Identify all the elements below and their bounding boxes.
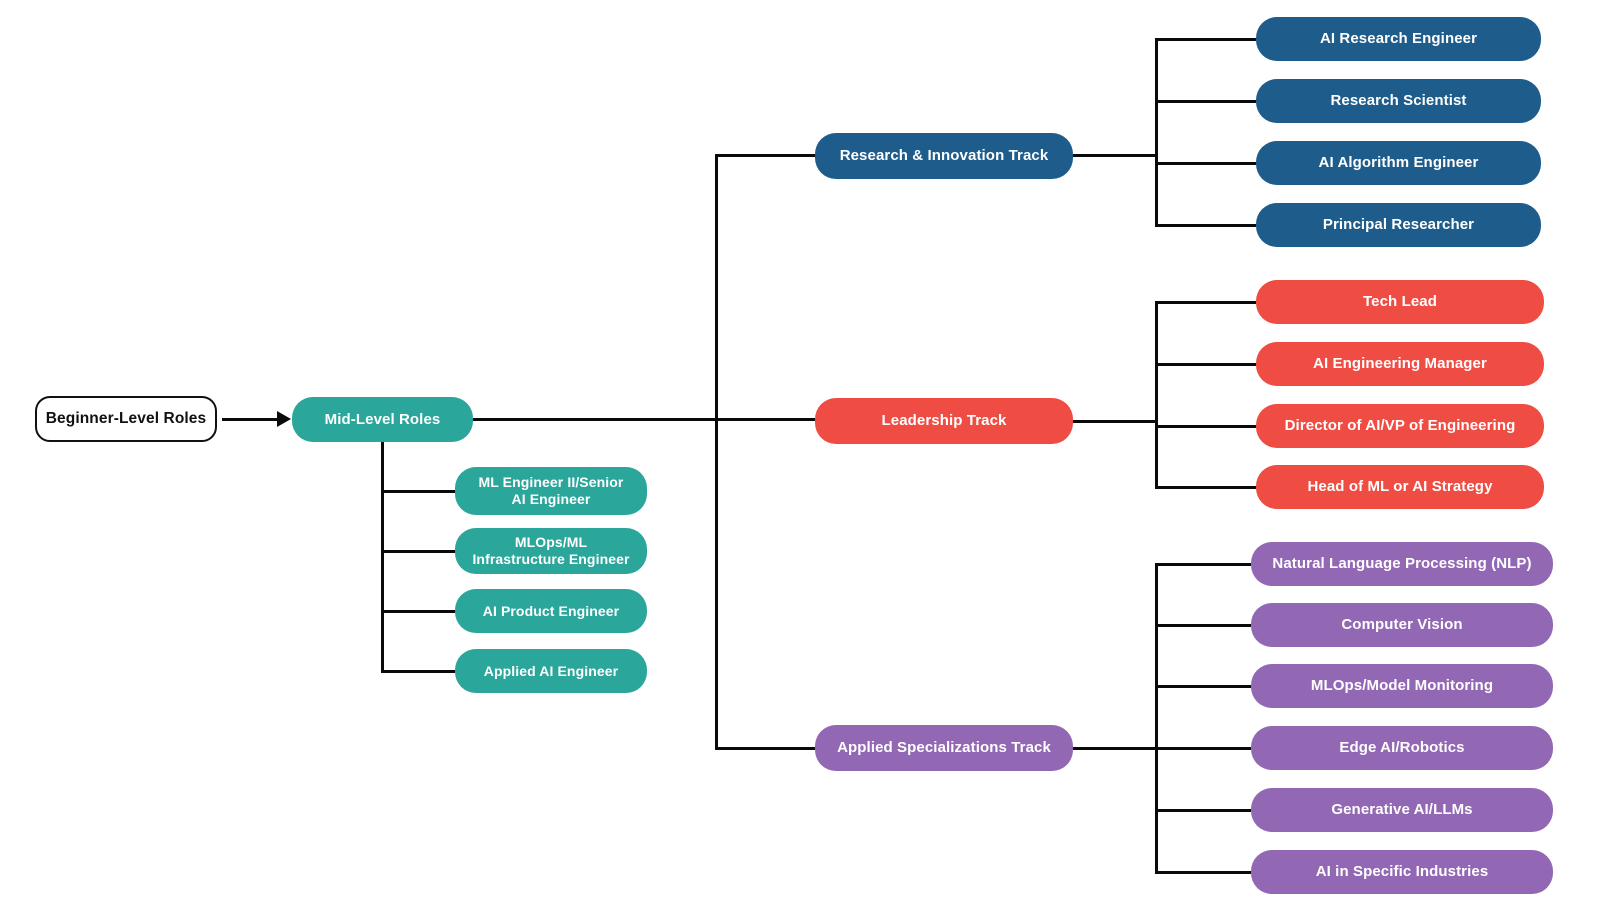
node-label: Computer Vision: [1341, 616, 1463, 634]
node-label: Edge AI/Robotics: [1339, 739, 1465, 757]
connector-line: [1156, 870, 1251, 874]
connector-line: [1156, 300, 1256, 304]
connector-line: [1154, 562, 1158, 874]
node-label: AI Product Engineer: [482, 602, 620, 619]
connector-line: [382, 489, 455, 493]
connector-line: [382, 549, 455, 553]
node-mlops-model-monitoring: MLOps/Model Monitoring: [1251, 664, 1553, 708]
node-computer-vision: Computer Vision: [1251, 603, 1553, 647]
node-label: Research Scientist: [1330, 92, 1467, 110]
node-label: Research & Innovation Track: [839, 147, 1049, 165]
connector-line: [382, 609, 455, 613]
node-leadership-track: Leadership Track: [815, 398, 1073, 444]
node-label: Generative AI/LLMs: [1331, 801, 1473, 819]
node-label: AI Algorithm Engineer: [1318, 154, 1479, 172]
connector-line: [1156, 808, 1251, 812]
node-label: Beginner-Level Roles: [45, 409, 207, 427]
connector-line: [1156, 746, 1251, 750]
connector-line: [222, 417, 278, 421]
connector-line: [1156, 223, 1256, 227]
node-applied-ai-engineer: Applied AI Engineer: [455, 649, 647, 693]
node-ai-engineering-manager: AI Engineering Manager: [1256, 342, 1544, 386]
node-beginner-level-roles: Beginner-Level Roles: [35, 396, 217, 442]
connector-line: [1156, 424, 1256, 428]
node-label: Applied Specializations Track: [837, 739, 1051, 757]
connector-line: [716, 153, 815, 157]
connector-line: [714, 153, 718, 750]
node-label: AI in Specific Industries: [1315, 863, 1489, 881]
connector-line: [380, 440, 384, 673]
node-director-of-ai-vp-of-engineering: Director of AI/VP of Engineering: [1256, 404, 1544, 448]
connector-line: [1154, 37, 1158, 227]
node-applied-specializations-track: Applied Specializations Track: [815, 725, 1073, 771]
node-label: Head of ML or AI Strategy: [1307, 478, 1493, 496]
connector-line: [1154, 300, 1158, 489]
connector-line: [1156, 562, 1251, 566]
node-label: AI Research Engineer: [1319, 30, 1478, 48]
node-label: Natural Language Processing (NLP): [1272, 555, 1532, 573]
connector-line: [1156, 362, 1256, 366]
node-mid-level-roles: Mid-Level Roles: [292, 397, 473, 442]
node-ai-research-engineer: AI Research Engineer: [1256, 17, 1541, 61]
node-label: AI Engineering Manager: [1313, 355, 1487, 373]
node-label: Leadership Track: [881, 412, 1007, 430]
node-edge-ai-robotics: Edge AI/Robotics: [1251, 726, 1553, 770]
arrow-head-icon: [277, 411, 291, 427]
node-ai-algorithm-engineer: AI Algorithm Engineer: [1256, 141, 1541, 185]
node-label: Principal Researcher: [1322, 216, 1475, 234]
node-label: Tech Lead: [1363, 293, 1437, 311]
node-natural-language-processing-nlp: Natural Language Processing (NLP): [1251, 542, 1553, 586]
connector-line: [1073, 746, 1157, 750]
node-research-innovation-track: Research & Innovation Track: [815, 133, 1073, 179]
node-label: Director of AI/VP of Engineering: [1284, 417, 1516, 435]
connector-line: [1156, 623, 1251, 627]
connector-line: [473, 417, 815, 421]
node-generative-ai-llms: Generative AI/LLMs: [1251, 788, 1553, 832]
node-principal-researcher: Principal Researcher: [1256, 203, 1541, 247]
connector-line: [1156, 684, 1251, 688]
connector-line: [1156, 37, 1256, 41]
connector-line: [1156, 161, 1256, 165]
node-research-scientist: Research Scientist: [1256, 79, 1541, 123]
node-label: Mid-Level Roles: [324, 410, 441, 428]
connector-line: [716, 746, 815, 750]
connector-line: [382, 669, 455, 673]
node-label: Applied AI Engineer: [483, 662, 619, 679]
node-tech-lead: Tech Lead: [1256, 280, 1544, 324]
connector-line: [1156, 485, 1256, 489]
connector-line: [1073, 153, 1157, 157]
connector-line: [1156, 99, 1256, 103]
node-head-of-ml-or-ai-strategy: Head of ML or AI Strategy: [1256, 465, 1544, 509]
node-ai-in-specific-industries: AI in Specific Industries: [1251, 850, 1553, 894]
connector-line: [1073, 419, 1157, 423]
node-ai-product-engineer: AI Product Engineer: [455, 589, 647, 633]
node-label: MLOps/Model Monitoring: [1310, 677, 1494, 695]
